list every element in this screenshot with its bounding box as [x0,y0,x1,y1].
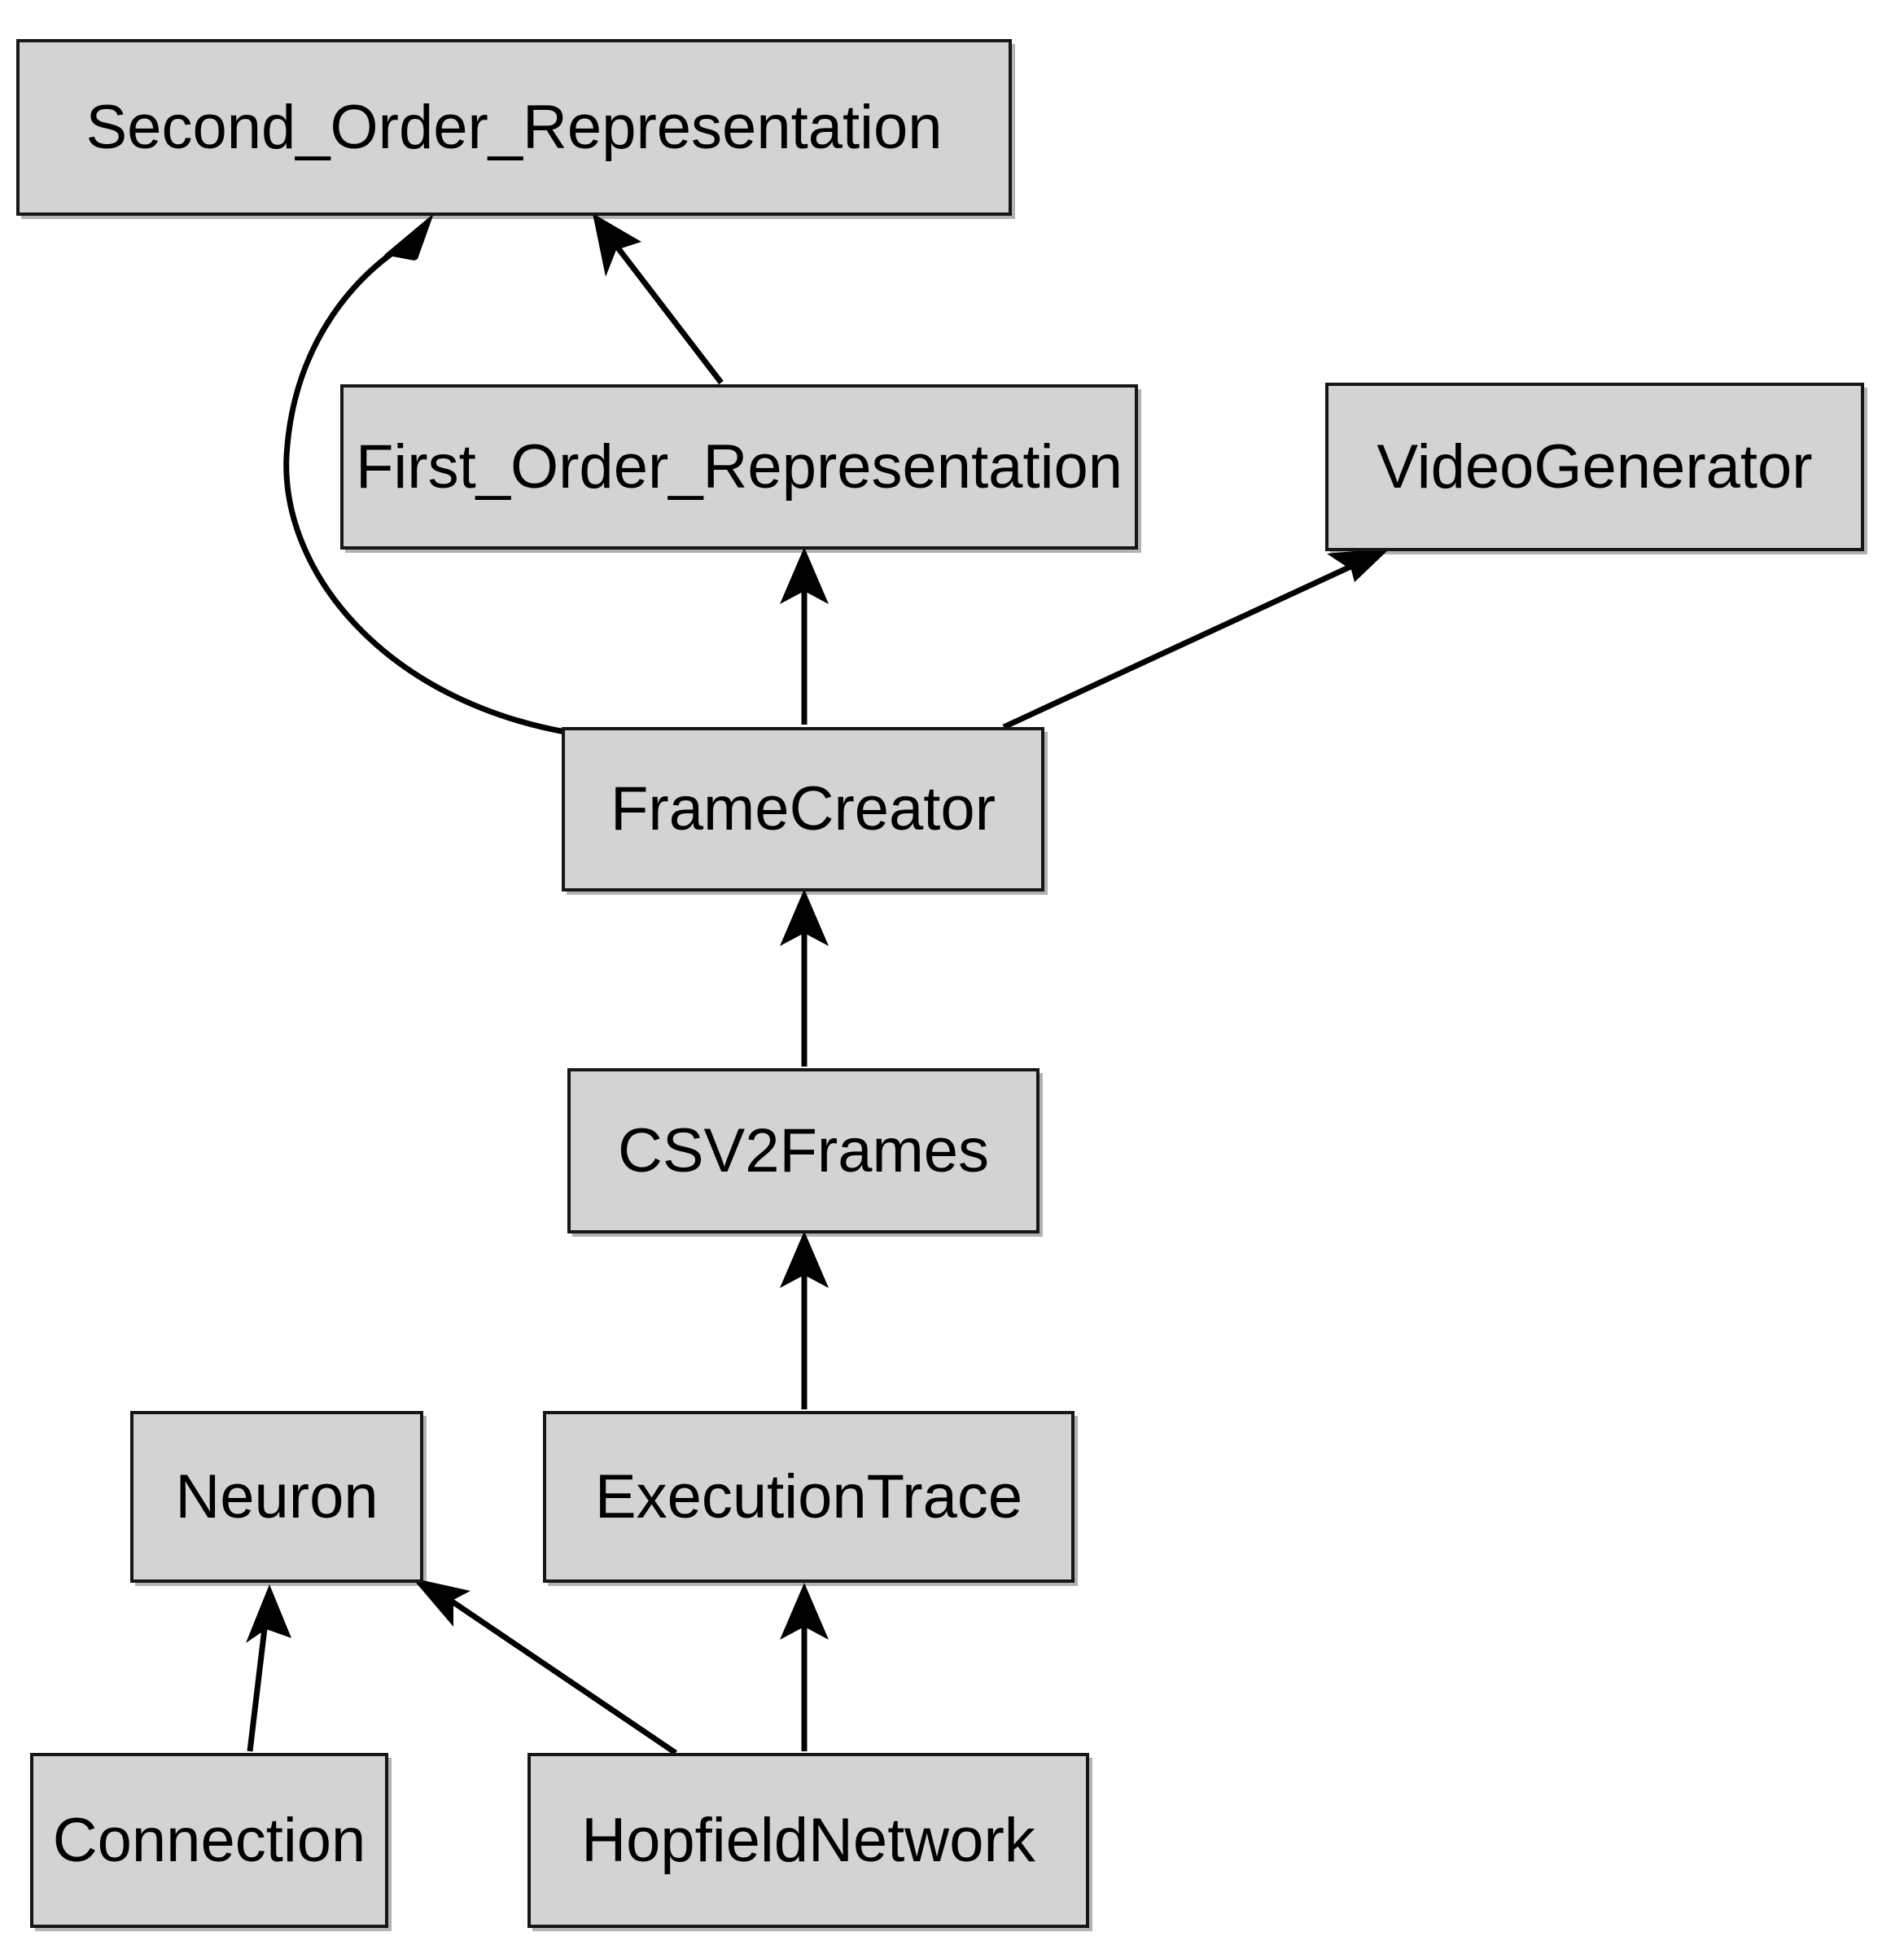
class-node-second-order-representation[interactable]: Second_Order_Representation [16,39,1012,216]
class-node-first-order-representation[interactable]: First_Order_Representation [340,384,1138,550]
class-node-label: Connection [52,1805,366,1875]
class-node-neuron[interactable]: Neuron [130,1411,423,1583]
class-node-label: CSV2Frames [617,1115,990,1185]
class-node-label: FrameCreator [611,774,996,843]
arrowhead-csv-to-frame [780,889,829,946]
class-node-execution-trace[interactable]: ExecutionTrace [543,1411,1075,1583]
edge-hopfield-to-neuron [412,1578,677,1755]
class-node-label: First_Order_Representation [356,432,1123,502]
arrowhead-frame-to-first [780,547,829,604]
class-node-csv2frames[interactable]: CSV2Frames [567,1068,1040,1233]
class-node-label: ExecutionTrace [594,1461,1023,1531]
edge-frame-to-first [780,547,829,725]
edge-hopfield-to-exec [780,1583,829,1751]
class-node-connection[interactable]: Connection [30,1753,388,1928]
class-node-label: VideoGenerator [1377,432,1813,502]
class-node-video-generator[interactable]: VideoGenerator [1325,383,1864,551]
arrowhead-exec-to-csv [780,1231,829,1288]
class-node-label: HopfieldNetwork [581,1805,1035,1875]
edge-frame-to-video [1002,548,1390,730]
arrowhead-hopfield-to-neuron [412,1578,471,1627]
class-node-frame-creator[interactable]: FrameCreator [562,727,1044,892]
class-node-hopfield-network[interactable]: HopfieldNetwork [527,1753,1089,1928]
edge-first-to-second [593,213,724,385]
class-node-label: Neuron [175,1461,379,1531]
class-node-label: Second_Order_Representation [85,92,943,162]
arrowhead-connection-to-neuron [246,1584,291,1643]
arrowhead-frame-to-video [1327,548,1390,582]
edge-csv-to-frame [780,889,829,1067]
edge-connection-to-neuron [246,1584,291,1752]
arrowhead-first-to-second [593,213,641,277]
edge-exec-to-csv [780,1231,829,1409]
arrowhead-frame-to-second [384,213,434,261]
arrowhead-hopfield-to-exec [780,1583,829,1640]
